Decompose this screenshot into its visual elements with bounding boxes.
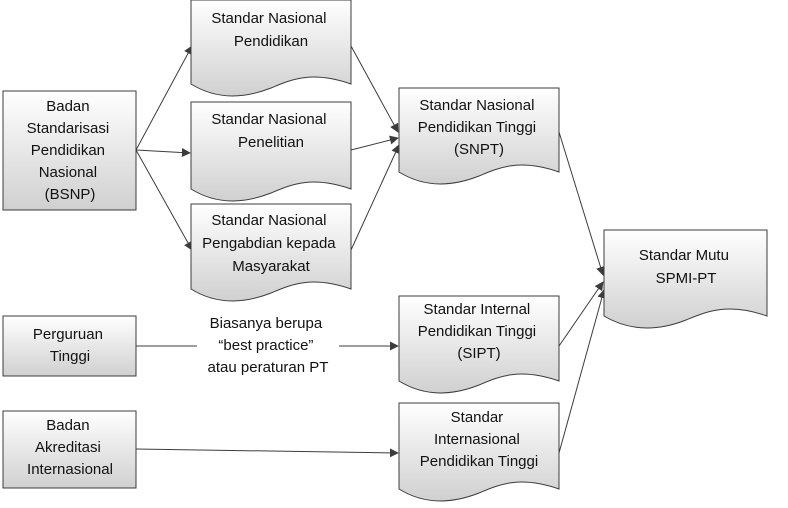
edge-sinpt-to-spmi bbox=[558, 289, 607, 454]
node-bai-line-3: Internasional bbox=[27, 461, 113, 478]
edge-snpt-to-spmi bbox=[558, 131, 605, 276]
svg-text:Badan Akreditasi I: Badan Akreditasi Internasional bbox=[27, 417, 113, 478]
document-shape bbox=[603, 229, 768, 329]
node-pt-line-2: Tinggi bbox=[50, 348, 90, 365]
node-sinpt-line-1: Standar bbox=[451, 409, 504, 426]
node-snpkm-line-1: Standar Nasional bbox=[211, 212, 326, 229]
node-spmi: Standar Mutu SPMI-PT bbox=[603, 229, 768, 329]
svg-text:Badan Standarisasi: Badan Standarisasi Pendidikan Nasional (… bbox=[27, 98, 114, 203]
svg-text:Standar Internal Pendidi: Standar Internal Pendidikan Tinggi (SIPT… bbox=[418, 301, 541, 362]
node-snpt-line-3: (SNPT) bbox=[454, 141, 504, 158]
process-box bbox=[2, 410, 137, 489]
edge-label-best-practice: Biasanya berupa “best practice” atau per… bbox=[208, 315, 329, 376]
process-box bbox=[2, 90, 137, 211]
node-bsnp-line-2: Standarisasi bbox=[27, 120, 110, 137]
document-shape bbox=[398, 402, 560, 502]
edge-snpkm-to-snpt bbox=[350, 144, 400, 251]
node-bsnp: Badan Standarisasi Pendidikan Nasional (… bbox=[2, 90, 137, 211]
node-pt-line-1: Perguruan bbox=[33, 326, 103, 343]
edge-label-line-3: atau peraturan PT bbox=[208, 359, 329, 376]
document-shape bbox=[190, 0, 352, 97]
edge-snpen-to-snpt bbox=[350, 135, 399, 151]
node-bai-line-1: Badan bbox=[46, 417, 89, 434]
node-bsnp-line-3: Pendidikan bbox=[31, 142, 105, 159]
node-spmi-line-2: SPMI-PT bbox=[656, 270, 717, 287]
edge-label-line-2: “best practice” bbox=[218, 337, 313, 354]
node-bsnp-line-5: (BSNP) bbox=[45, 186, 96, 203]
edge-bsnp-to-snpen bbox=[135, 148, 191, 158]
node-snpt-line-2: Pendidikan Tinggi bbox=[418, 119, 536, 136]
svg-text:Standar Nasional Penelit: Standar Nasional Penelitian bbox=[211, 111, 330, 151]
node-snpkm-line-2: Pengabdian kepada bbox=[202, 235, 336, 252]
node-sinpt-line-3: Pendidikan Tinggi bbox=[420, 453, 538, 470]
document-shape bbox=[190, 203, 352, 302]
svg-text:Standar Nasional Pendidi: Standar Nasional Pendidikan bbox=[211, 10, 330, 50]
node-snp-line-2: Pendidikan bbox=[234, 33, 308, 50]
edge-sipt-to-spmi bbox=[558, 281, 604, 347]
document-shape bbox=[398, 87, 560, 185]
node-snpen-line-1: Standar Nasional bbox=[211, 111, 326, 128]
node-badan-akreditasi: Badan Akreditasi Internasional bbox=[2, 410, 137, 489]
node-snpt: Standar Nasional Pendidikan Tinggi (SNPT… bbox=[398, 87, 560, 185]
process-box bbox=[2, 315, 137, 377]
node-sipt: Standar Internal Pendidikan Tinggi (SIPT… bbox=[398, 295, 560, 394]
node-bai-line-2: Akreditasi bbox=[35, 439, 101, 456]
svg-text:Standar Internasional: Standar Internasional Pendidikan Tinggi bbox=[420, 409, 538, 470]
edge-bsnp-to-snpkm bbox=[135, 149, 193, 251]
node-snpen: Standar Nasional Penelitian bbox=[190, 101, 352, 202]
node-sipt-line-3: (SIPT) bbox=[457, 345, 500, 362]
node-snp: Standar Nasional Pendidikan bbox=[190, 0, 352, 97]
document-shape bbox=[398, 295, 560, 394]
edge-bai-to-sinpt bbox=[135, 448, 399, 458]
node-snp-line-1: Standar Nasional bbox=[211, 10, 326, 27]
node-snpen-line-2: Penelitian bbox=[238, 134, 304, 151]
node-bsnp-line-1: Badan bbox=[46, 98, 89, 115]
node-snpkm-line-3: Masyarakat bbox=[232, 258, 310, 275]
svg-text:Standar Mutu SPMI-PT: Standar Mutu SPMI-PT bbox=[639, 247, 733, 287]
node-snpkm: Standar Nasional Pengabdian kepada Masya… bbox=[190, 203, 352, 302]
svg-text:Standar Nasional Pendidi: Standar Nasional Pendidikan Tinggi (SNPT… bbox=[418, 97, 541, 158]
edges bbox=[135, 45, 607, 458]
node-spmi-line-1: Standar Mutu bbox=[639, 247, 729, 264]
document-shape bbox=[190, 101, 352, 202]
edge-snp-to-snpt bbox=[350, 45, 399, 133]
node-sinpt: Standar Internasional Pendidikan Tinggi bbox=[398, 402, 560, 502]
node-sipt-line-1: Standar Internal bbox=[424, 301, 531, 318]
edge-label-line-1: Biasanya berupa bbox=[210, 315, 323, 332]
node-perguruan-tinggi: Perguruan Tinggi bbox=[2, 315, 137, 377]
svg-text:Perguruan Tinggi: Perguruan Tinggi bbox=[33, 326, 107, 365]
node-snpt-line-1: Standar Nasional bbox=[419, 97, 534, 114]
node-sipt-line-2: Pendidikan Tinggi bbox=[418, 323, 536, 340]
edge-bsnp-to-snp bbox=[135, 45, 193, 151]
svg-text:Standar Nasional Pengabd: Standar Nasional Pengabdian kepada Masya… bbox=[202, 212, 340, 275]
node-bsnp-line-4: Nasional bbox=[39, 164, 97, 181]
node-sinpt-line-2: Internasional bbox=[434, 431, 520, 448]
